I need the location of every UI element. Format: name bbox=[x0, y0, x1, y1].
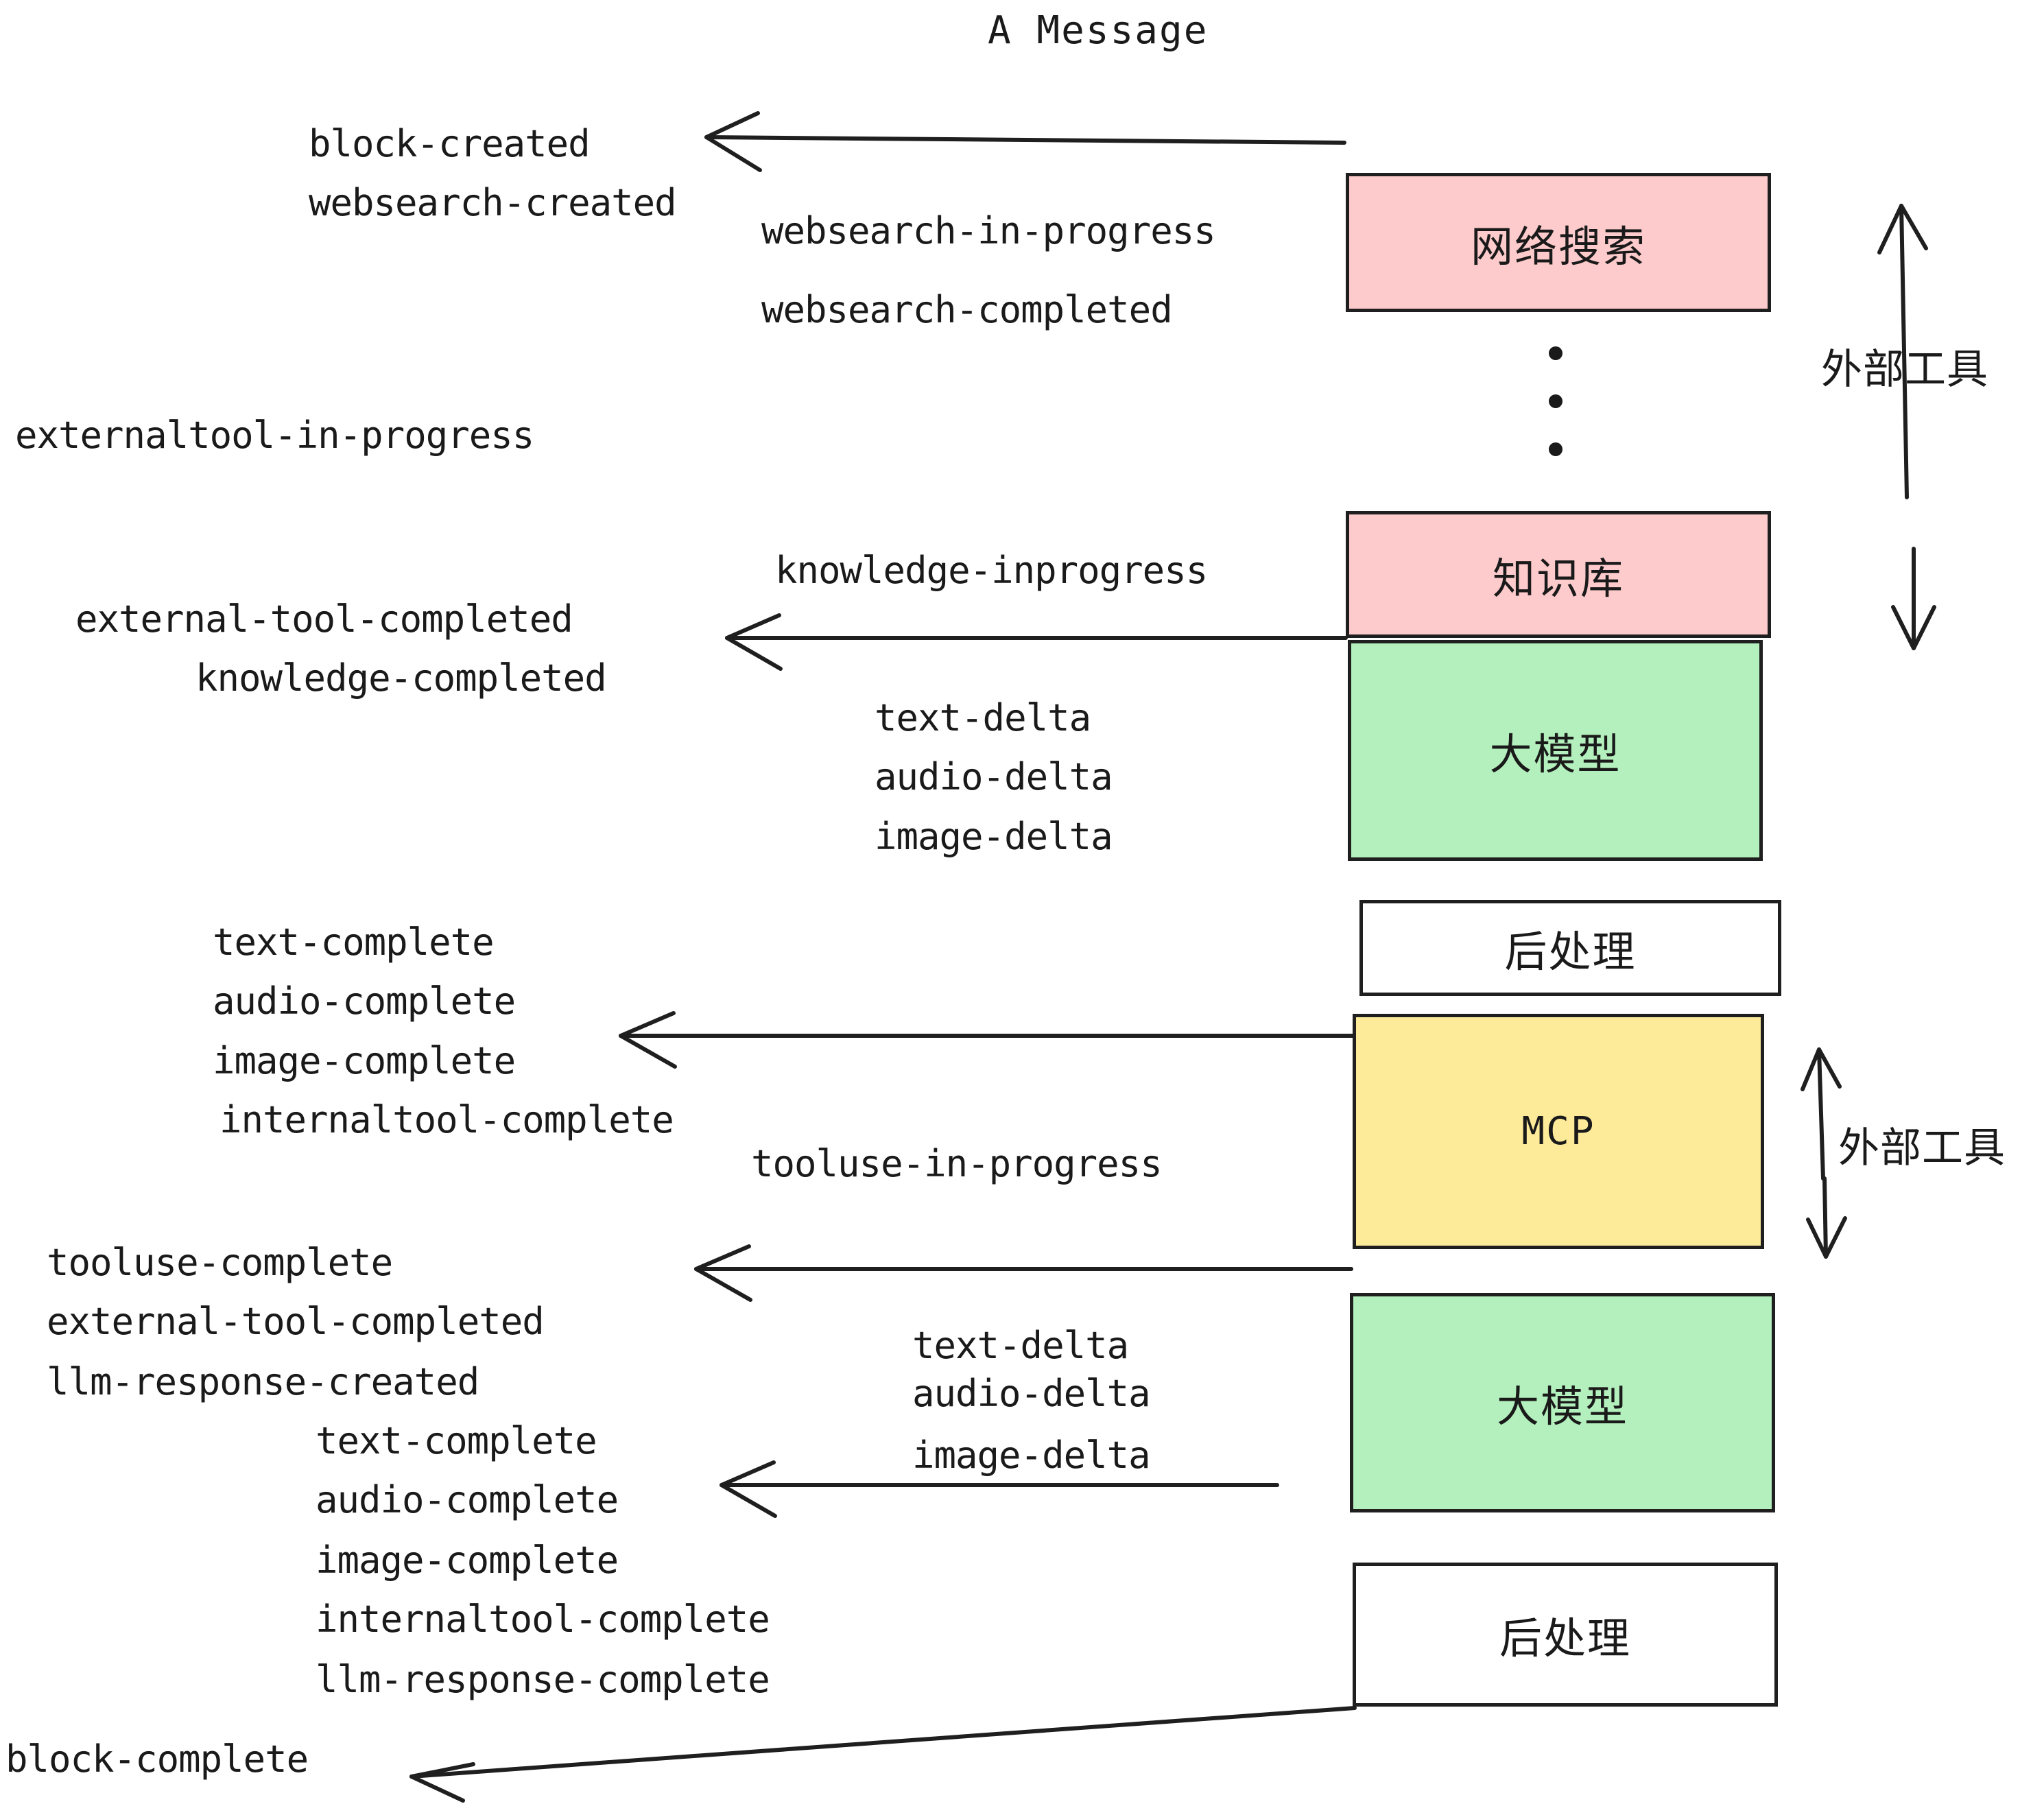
process-box-postprocess-2: 后处理 bbox=[1353, 1563, 1778, 1707]
event-label-text-delta-2: text-delta bbox=[912, 1324, 1129, 1367]
event-label-text-complete-2: text-complete bbox=[316, 1419, 597, 1462]
process-box-llm-1: 大模型 bbox=[1348, 640, 1763, 861]
process-box-knowledge: 知识库 bbox=[1346, 511, 1771, 638]
event-label-image-delta-1: image-delta bbox=[875, 815, 1113, 858]
event-label-llm-response-created: llm-response-created bbox=[47, 1360, 479, 1403]
vertical-ellipsis-icon bbox=[1549, 346, 1562, 456]
event-label-websearch-created: websearch-created bbox=[309, 181, 677, 224]
process-box-websearch: 网络搜索 bbox=[1346, 173, 1771, 312]
side-label-external-tools-bottom: 外部工具 bbox=[1838, 1124, 2006, 1172]
event-label-external-tool-completed-2: external-tool-completed bbox=[47, 1300, 545, 1343]
ellipsis-dot bbox=[1549, 346, 1562, 360]
page-title: A Message bbox=[988, 8, 1209, 53]
event-label-knowledge-completed: knowledge-completed bbox=[195, 656, 607, 700]
ellipsis-dot bbox=[1549, 442, 1562, 456]
event-label-image-complete-1: image-complete bbox=[213, 1039, 516, 1082]
event-label-llm-response-complete: llm-response-complete bbox=[316, 1658, 770, 1701]
event-label-external-tool-completed-1: external-tool-completed bbox=[75, 597, 573, 641]
side-label-external-tools-top: 外部工具 bbox=[1821, 346, 1988, 394]
event-label-internaltool-complete-1: internaltool-complete bbox=[219, 1098, 674, 1141]
ellipsis-dot bbox=[1549, 394, 1562, 408]
event-label-tooluse-complete: tooluse-complete bbox=[47, 1241, 393, 1284]
event-label-text-complete-1: text-complete bbox=[213, 921, 495, 964]
event-label-tooluse-in-progress: tooluse-in-progress bbox=[751, 1142, 1163, 1185]
event-label-internaltool-complete-2: internaltool-complete bbox=[316, 1598, 770, 1641]
event-label-audio-delta-1: audio-delta bbox=[875, 755, 1113, 798]
event-label-image-delta-2: image-delta bbox=[912, 1434, 1151, 1477]
process-box-llm-2: 大模型 bbox=[1350, 1293, 1775, 1512]
event-label-knowledge-inprogress: knowledge-inprogress bbox=[775, 549, 1208, 592]
event-label-audio-complete-1: audio-complete bbox=[213, 980, 516, 1023]
event-label-audio-complete-2: audio-complete bbox=[316, 1478, 619, 1521]
event-label-externaltool-in-progress: externaltool-in-progress bbox=[15, 414, 534, 457]
event-label-text-delta-1: text-delta bbox=[875, 696, 1091, 739]
event-label-block-complete: block-complete bbox=[5, 1737, 309, 1781]
event-label-audio-delta-2: audio-delta bbox=[912, 1372, 1151, 1415]
event-label-block-created: block-created bbox=[309, 122, 591, 165]
process-box-mcp: MCP bbox=[1353, 1014, 1764, 1249]
event-label-image-complete-2: image-complete bbox=[316, 1539, 619, 1582]
event-label-websearch-completed: websearch-completed bbox=[761, 288, 1173, 331]
process-box-postprocess-1: 后处理 bbox=[1359, 900, 1781, 996]
event-label-websearch-in-progress: websearch-in-progress bbox=[761, 209, 1216, 252]
